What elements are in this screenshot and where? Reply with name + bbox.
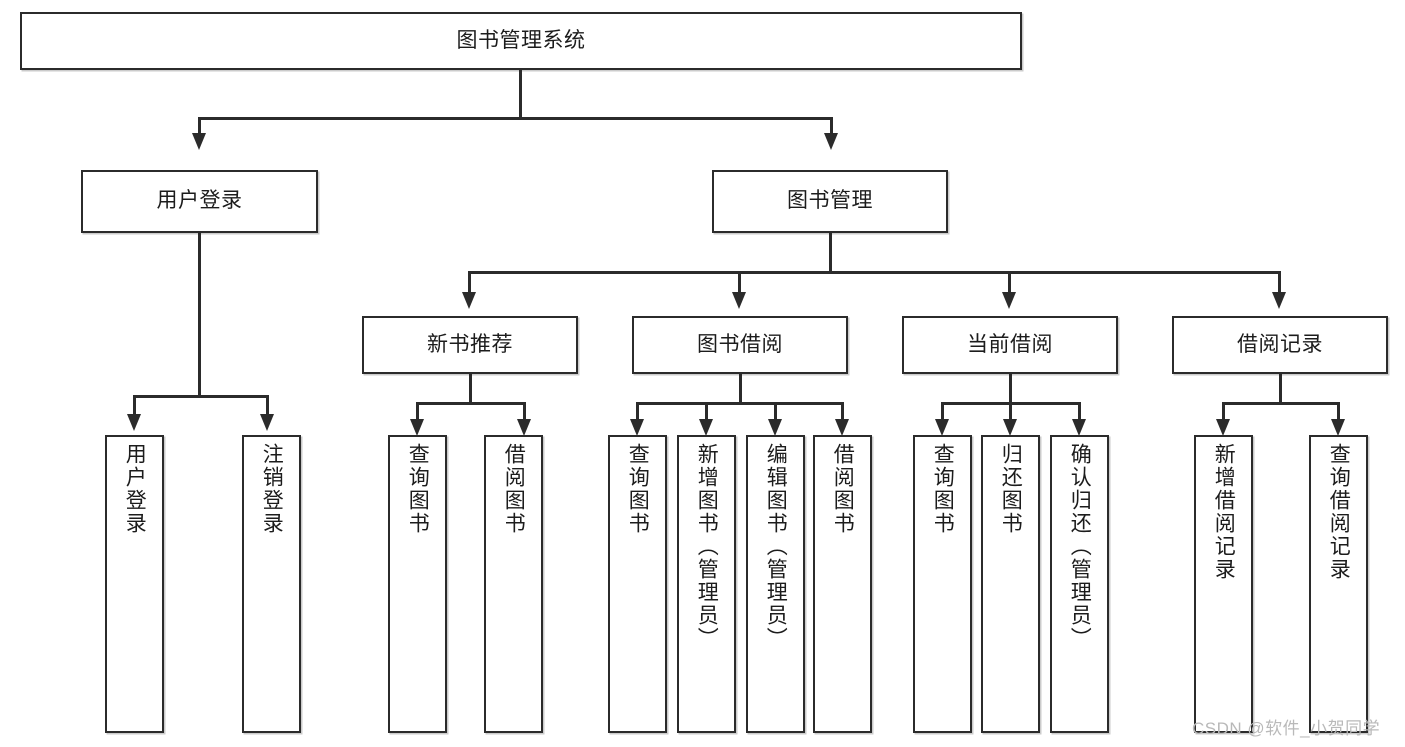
node-current-borrow[interactable]: 当前借阅 — [902, 316, 1118, 374]
node-label: 当前借阅 — [967, 332, 1053, 356]
arrowhead-current-borrow-3 — [1072, 419, 1086, 436]
node-new-book-recommend[interactable]: 新书推荐 — [362, 316, 578, 374]
arrowhead-borrow-record-1 — [1216, 419, 1230, 436]
connector-root-stem — [519, 70, 522, 118]
arrowhead-to-book-manage — [824, 133, 838, 150]
arrowhead-new-book-2 — [517, 419, 531, 436]
arrowhead-borrow-record-2 — [1331, 419, 1345, 436]
leaf-user-login-login[interactable]: 用户登录 — [105, 435, 164, 733]
node-label: 图书管理 — [787, 189, 873, 213]
node-label: 查询图书 — [406, 443, 430, 535]
node-root-system[interactable]: 图书管理系统 — [20, 12, 1022, 70]
node-user-login[interactable]: 用户登录 — [81, 170, 318, 233]
node-label: 新书推荐 — [427, 332, 513, 356]
connector-user-login-stem — [198, 233, 201, 397]
connector-book-borrow-drop-3 — [774, 402, 777, 420]
connector-borrow-record-drop-2 — [1337, 402, 1340, 420]
connector-current-borrow-drop-1 — [941, 402, 944, 420]
leaf-borrow-record-add[interactable]: 新增借阅记录 — [1194, 435, 1253, 733]
connector-level3-bus — [468, 271, 1280, 274]
leaf-current-borrow-return[interactable]: 归还图书 — [981, 435, 1040, 733]
connector-book-borrow-drop-2 — [705, 402, 708, 420]
node-label: 借阅图书 — [831, 443, 855, 535]
connector-borrow-record-bus — [1222, 402, 1339, 405]
connector-borrow-record-stem — [1279, 374, 1282, 404]
connector-level2-drop-right — [830, 117, 833, 134]
arrowhead-new-book-1 — [410, 419, 424, 436]
arrowhead-level3-4 — [1272, 292, 1286, 309]
connector-level2-bus — [198, 117, 832, 120]
arrowhead-level3-2 — [732, 292, 746, 309]
node-label: 查询图书 — [931, 443, 955, 535]
connector-book-borrow-stem — [739, 374, 742, 404]
connector-user-login-drop-1 — [133, 395, 136, 415]
arrowhead-current-borrow-2 — [1003, 419, 1017, 436]
leaf-borrow-record-query[interactable]: 查询借阅记录 — [1309, 435, 1368, 733]
node-label: 编辑图书（管理员） — [764, 443, 788, 650]
connector-new-book-bus — [416, 402, 525, 405]
node-label: 图书借阅 — [697, 332, 783, 356]
leaf-current-borrow-confirm[interactable]: 确认归还（管理员） — [1050, 435, 1109, 733]
arrowhead-book-borrow-1 — [630, 419, 644, 436]
arrowhead-current-borrow-1 — [935, 419, 949, 436]
node-label: 借阅记录 — [1237, 332, 1323, 356]
node-label: 注销登录 — [260, 443, 284, 535]
connector-new-book-drop-1 — [416, 402, 419, 420]
arrowhead-user-login-2 — [260, 414, 274, 431]
arrowhead-to-user-login — [192, 133, 206, 150]
connector-book-manage-stem — [829, 233, 832, 273]
connector-book-borrow-bus — [636, 402, 843, 405]
arrowhead-book-borrow-3 — [768, 419, 782, 436]
connector-user-login-drop-2 — [266, 395, 269, 415]
leaf-new-book-borrow[interactable]: 借阅图书 — [484, 435, 543, 733]
connector-current-borrow-stem — [1009, 374, 1012, 404]
connector-level3-drop-3 — [1008, 271, 1011, 293]
node-label: 查询借阅记录 — [1327, 443, 1351, 581]
leaf-book-borrow-edit[interactable]: 编辑图书（管理员） — [746, 435, 805, 733]
leaf-current-borrow-query[interactable]: 查询图书 — [913, 435, 972, 733]
connector-borrow-record-drop-1 — [1222, 402, 1225, 420]
node-label: 确认归还（管理员） — [1068, 443, 1092, 650]
connector-level2-drop-left — [198, 117, 201, 134]
connector-new-book-stem — [469, 374, 472, 404]
leaf-user-login-logout[interactable]: 注销登录 — [242, 435, 301, 733]
arrowhead-level3-1 — [462, 292, 476, 309]
connector-book-borrow-drop-1 — [636, 402, 639, 420]
arrowhead-user-login-1 — [127, 414, 141, 431]
node-label: 图书管理系统 — [456, 28, 586, 52]
node-label: 用户登录 — [123, 443, 147, 535]
node-label: 新增图书（管理员） — [695, 443, 719, 650]
leaf-book-borrow-query[interactable]: 查询图书 — [608, 435, 667, 733]
connector-current-borrow-drop-3 — [1078, 402, 1081, 420]
node-label: 用户登录 — [156, 189, 243, 213]
connector-current-borrow-drop-2 — [1009, 402, 1012, 420]
arrowhead-level3-3 — [1002, 292, 1016, 309]
connector-level3-drop-4 — [1278, 271, 1281, 293]
node-borrow-record[interactable]: 借阅记录 — [1172, 316, 1388, 374]
arrowhead-book-borrow-4 — [835, 419, 849, 436]
node-label: 新增借阅记录 — [1212, 443, 1236, 581]
node-label: 借阅图书 — [502, 443, 526, 535]
leaf-book-borrow-add[interactable]: 新增图书（管理员） — [677, 435, 736, 733]
connector-new-book-drop-2 — [523, 402, 526, 420]
connector-level3-drop-1 — [468, 271, 471, 293]
connector-user-login-bus — [133, 395, 268, 398]
connector-level3-drop-2 — [738, 271, 741, 293]
arrowhead-book-borrow-2 — [699, 419, 713, 436]
connector-book-borrow-drop-4 — [841, 402, 844, 420]
node-label: 归还图书 — [999, 443, 1023, 535]
node-book-manage[interactable]: 图书管理 — [712, 170, 948, 233]
node-book-borrow[interactable]: 图书借阅 — [632, 316, 848, 374]
leaf-book-borrow-borrow[interactable]: 借阅图书 — [813, 435, 872, 733]
node-label: 查询图书 — [626, 443, 650, 535]
leaf-new-book-query[interactable]: 查询图书 — [388, 435, 447, 733]
